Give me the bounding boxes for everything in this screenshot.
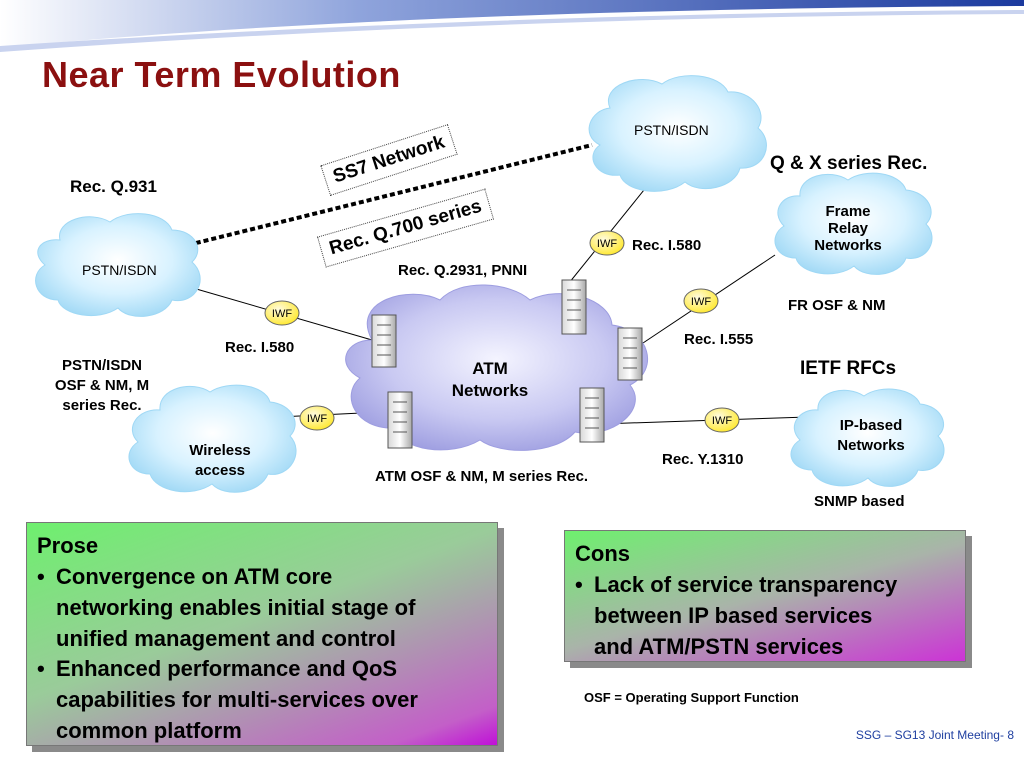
bullet-dot: • [37, 564, 45, 589]
atm-switch-top [561, 279, 587, 335]
pstn-isdn-left-cloud [35, 213, 201, 317]
pstn-isdn-top-label: PSTN/ISDN [634, 122, 709, 138]
rec-q931-label: Rec. Q.931 [70, 177, 157, 196]
iwf-label: IWF [597, 238, 617, 250]
atm-switch-bottom-right [579, 387, 605, 443]
pstn-isdn-left-label: PSTN/ISDN [82, 262, 157, 278]
iwf-label: IWF [712, 415, 732, 427]
rec-i580-top-label: Rec. I.580 [632, 237, 702, 254]
iwf-label: IWF [307, 413, 327, 425]
page-title: Near Term Evolution [42, 54, 401, 95]
iwf-node-top: IWF [589, 230, 625, 256]
fr-osf-label: FR OSF & NM [788, 297, 886, 314]
atm-switch-right [617, 327, 643, 381]
atm-osf-label: ATM OSF & NM, M series Rec. [375, 468, 589, 485]
header-swoosh [0, 0, 1024, 52]
prose-title: Prose [37, 533, 99, 558]
atm-networks-label: ATM Networks [451, 359, 529, 400]
ietf-rfcs-label: IETF RFCs [800, 358, 897, 379]
bullet-dot: • [37, 656, 45, 681]
frame-relay-label: Frame Relay Networks [814, 203, 882, 254]
prose-bullet-2: • Enhanced performance and QoS capabilit… [37, 653, 497, 746]
iwf-node-wireless: IWF [299, 405, 335, 431]
cons-title: Cons [575, 541, 630, 566]
prose-panel: Prose • Convergence on ATM core networki… [26, 522, 498, 746]
qx-series-label: Q & X series Rec. [770, 153, 928, 174]
rec-i555-label: Rec. I.555 [684, 331, 754, 348]
pstn-osf-label: PSTN/ISDN OSF & NM, M series Rec. [54, 357, 150, 414]
cons-panel: Cons • Lack of service transparency betw… [564, 530, 966, 662]
slide-footer: SSG – SG13 Joint Meeting- 8 [855, 728, 1014, 742]
atm-switch-left [371, 314, 397, 368]
atm-switch-bottom-left [387, 391, 413, 449]
pstn-isdn-top-cloud [588, 75, 767, 192]
wireless-access-label: Wireless access [189, 442, 251, 479]
rec-q2931-label: Rec. Q.2931, PNNI [398, 262, 528, 279]
frame-relay-cloud [774, 172, 933, 275]
bullet-dot: • [575, 572, 583, 597]
iwf-node-ip: IWF [704, 407, 740, 433]
snmp-based-label: SNMP based [814, 493, 905, 510]
ip-based-label: IP-based Networks [837, 417, 905, 454]
rec-y1310-label: Rec. Y.1310 [662, 451, 744, 468]
rec-i580-left-label: Rec. I.580 [225, 339, 295, 356]
ip-based-cloud [790, 388, 945, 487]
prose-bullet-1: • Convergence on ATM core networking ena… [37, 561, 497, 654]
iwf-node-left: IWF [264, 300, 300, 326]
cons-bullet-1: • Lack of service transparency between I… [575, 569, 965, 662]
ss7-dotted-link [187, 143, 593, 247]
iwf-label: IWF [691, 296, 711, 308]
iwf-node-fr: IWF [683, 288, 719, 314]
osf-footnote: OSF = Operating Support Function [584, 690, 799, 705]
wireless-cloud [128, 384, 297, 493]
iwf-label: IWF [272, 308, 292, 320]
network-diagram: IWF IWF IWF IWF IWF [35, 75, 945, 493]
